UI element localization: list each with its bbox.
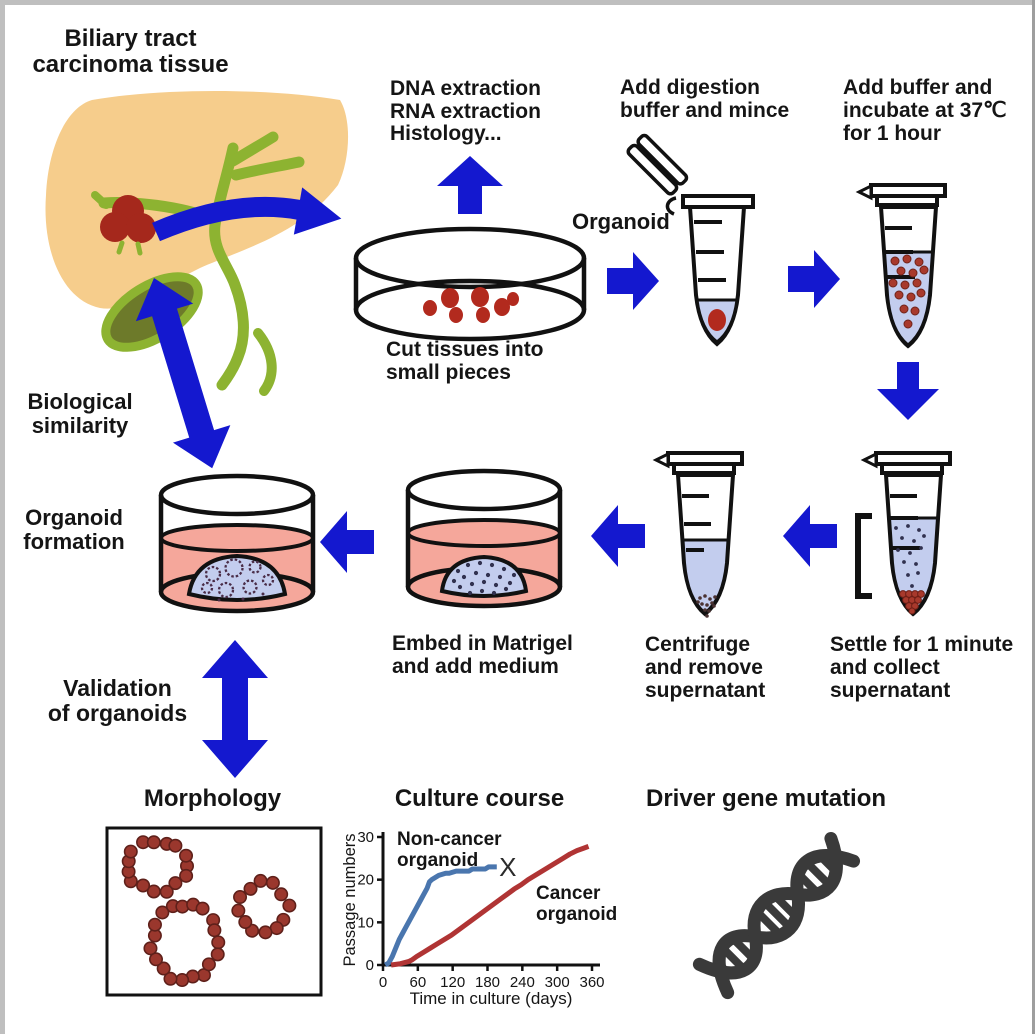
biliary-tract-label: Biliary tract carcinoma tissue [32,25,229,79]
arrow-down-icon [877,362,939,420]
culture-course-chart: Passage numbers Time in culture (days) X… [341,829,605,1008]
arrow-right-icon [607,252,659,310]
pellet-icon [899,590,925,615]
organoid-label: Organoid [572,209,670,234]
dna-helix-icon [692,831,861,1000]
microtube-open-icon [626,133,755,347]
end-marker-x: X [499,852,516,882]
arrow-left-icon [320,511,374,573]
embed-label: Embed in Matrigel and add medium [392,632,573,679]
x-tick-label: 300 [545,974,570,991]
series-line-cancer-organoid [390,844,590,968]
pellet-icon [696,594,717,618]
x-tick-label: 240 [510,974,535,991]
tumor-icon [100,195,156,256]
bracket-icon [855,513,872,599]
add-buffer-label: Add buffer and incubate at 37℃ for 1 hou… [843,76,1007,146]
series-line-non-cancer-organoid [384,864,497,968]
organoid-ring [143,897,226,988]
suspended-tissue-dots [888,254,929,329]
biological-similarity-label: Biological similarity [27,389,133,439]
y-tick-label: 10 [357,914,374,931]
microtube-settle-icon [855,451,952,617]
y-tick-label: 30 [357,829,374,846]
petri-dish-icon [353,226,587,342]
arrow-up-icon [437,156,503,214]
microtube-centrifuge-icon [652,451,744,618]
culture-course-title: Culture course [394,785,565,812]
centrifuge-label: Centrifuge and remove supernatant [645,633,766,703]
chart-xlabel: Time in culture (days) [410,989,573,1008]
double-arrow-biological-icon [135,278,231,469]
tube-liquid [681,538,730,615]
tissue-pieces-icon [423,287,519,323]
organoid-dish-icon [158,473,316,614]
chart-axes [381,832,600,967]
organoid-ring [121,835,195,899]
open-lid-icon [626,133,689,216]
matrigel-dish-icon [405,468,563,609]
arrow-left-icon [783,505,837,567]
noncancer-series-label: Non-cancer organoid [397,829,502,872]
x-tick-label: 60 [409,974,426,991]
cut-tissues-label: Cut tissues into small pieces [386,338,544,385]
chart-ylabel: Passage numbers [341,834,359,967]
liver-icon [45,91,349,309]
frame-right [1032,0,1035,1034]
add-digestion-label: Add digestion buffer and mince [620,76,790,123]
frame-top [0,0,1035,5]
analysis-label: DNA extraction RNA extraction Histology.… [390,77,541,146]
microtube-closed-icon [855,183,947,349]
organoid-ring [231,873,297,940]
morphology-image [105,826,323,997]
driver-gene-label: Driver gene mutation [646,785,887,812]
y-tick-label: 0 [366,957,374,974]
x-tick-label: 120 [440,974,465,991]
cell-dots [451,560,517,596]
arrow-left-icon [591,505,645,567]
y-tick-label: 20 [357,872,374,889]
tissue-piece-icon [708,309,726,331]
arrow-right-icon [788,250,840,308]
x-tick-label: 360 [579,974,604,991]
validation-label: Validation of organoids [47,675,188,727]
settling-dots [894,524,926,588]
matrigel-dome-icon [439,554,529,598]
frame-left [0,0,5,1034]
x-tick-label: 0 [379,974,387,991]
curved-arrow-icon [152,187,342,242]
liver-illustration [45,91,349,396]
x-tick-label: 180 [475,974,500,991]
morphology-label: Morphology [143,785,282,812]
organoid-formation-label: Organoid formation [23,505,125,555]
organoid-rings [200,558,275,599]
settle-label: Settle for 1 minute and collect supernat… [830,633,1014,703]
cancer-series-label: Cancer organoid [536,883,618,926]
double-arrow-validation-icon [202,640,268,778]
